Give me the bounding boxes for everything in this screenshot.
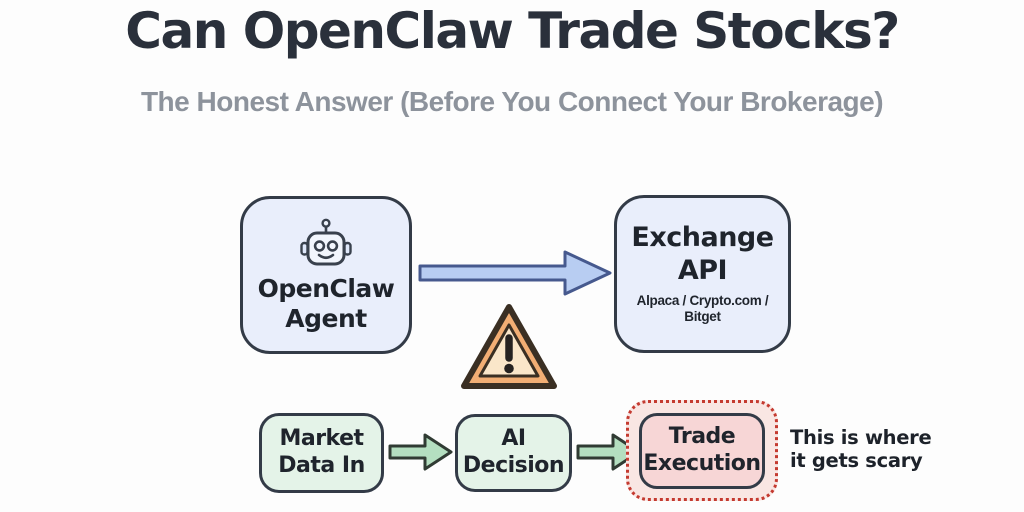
exchange-label-line2: API (677, 254, 728, 286)
agent-label-line1: OpenClaw (257, 273, 395, 303)
arrow-right-icon (388, 433, 453, 471)
exchange-providers-line1: Alpaca / Crypto.com / (636, 292, 769, 308)
page-subtitle: The Honest Answer (Before You Connect Yo… (140, 86, 884, 117)
market-label-line2: Data In (278, 453, 365, 478)
trade-label-line1: Trade (668, 423, 736, 449)
exchange-label-line1: Exchange (631, 221, 774, 253)
exchange-providers-line2: Bitget (684, 309, 721, 325)
ai-label-line2: Decision (462, 453, 565, 478)
ai-decision-node: AI Decision (455, 414, 572, 492)
scary-annotation-line2: it gets scary (790, 449, 923, 472)
agent-label-line2: Agent (285, 304, 367, 333)
market-label-line1: Market (279, 426, 364, 452)
market-data-node: Market Data In (259, 413, 384, 493)
scary-annotation: This is where it gets scary (790, 426, 932, 472)
arrow-right-icon (418, 250, 612, 296)
scary-annotation-line1: This is where (790, 426, 932, 449)
robot-icon (300, 218, 352, 265)
danger-zone-outline: Trade Execution (626, 400, 778, 501)
trade-execution-node: Trade Execution (639, 412, 765, 489)
ai-label-line1: AI (501, 426, 526, 452)
openclaw-agent-node: OpenClaw Agent (240, 196, 412, 354)
trade-label-line2: Execution (643, 450, 761, 476)
warning-triangle-icon (461, 304, 557, 389)
exchange-api-node: Exchange API Alpaca / Crypto.com / Bitge… (614, 195, 791, 353)
page-title: Can OpenClaw Trade Stocks? (125, 2, 900, 60)
